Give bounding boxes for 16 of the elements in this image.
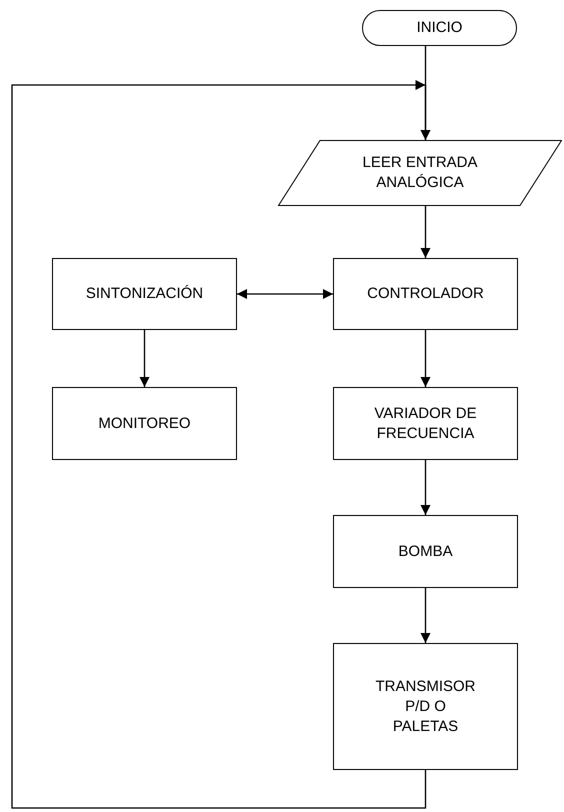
node-label: MONITOREO — [98, 414, 191, 434]
process-box — [333, 515, 518, 588]
process-box — [333, 387, 518, 460]
node-label: VARIADOR DE FRECUENCIA — [373, 404, 478, 444]
node-label: TRANSMISOR P/D O PALETAS — [375, 676, 476, 736]
node-label: BOMBA — [398, 542, 453, 562]
input-parallelogram — [278, 140, 562, 206]
process-box — [52, 258, 237, 330]
start-terminal — [362, 10, 517, 46]
node-label: LEER ENTRADA ANALÓGICA — [361, 153, 479, 193]
node-label: CONTROLADOR — [367, 284, 484, 304]
process-box — [52, 387, 237, 460]
process-box — [333, 643, 518, 770]
node-label: INICIO — [416, 18, 462, 38]
node-label: SINTONIZACIÓN — [86, 284, 204, 304]
process-box — [333, 258, 518, 330]
